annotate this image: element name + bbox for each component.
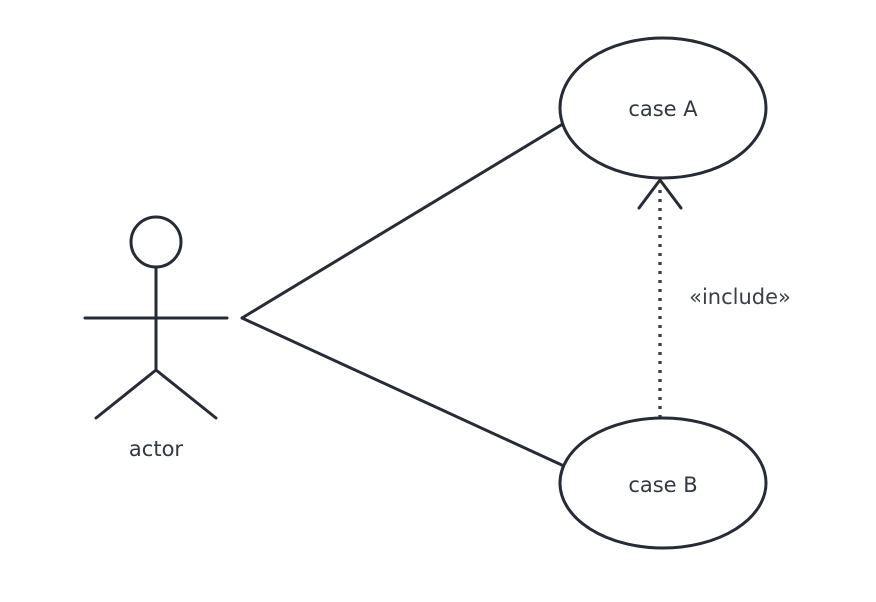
use-case-ellipse-case-a <box>558 36 768 180</box>
association-actor-to-case-b[interactable] <box>240 316 566 468</box>
association-actor-to-case-a[interactable] <box>240 120 568 320</box>
actor-left-leg-line <box>94 368 158 420</box>
use-case-node-case-b[interactable]: case B <box>558 416 768 550</box>
use-case-node-case-a[interactable]: case A <box>558 36 768 180</box>
use-case-label-case-b: case B <box>628 473 697 497</box>
use-case-label-case-a: case A <box>628 97 698 121</box>
actor-node[interactable]: actor <box>83 215 229 461</box>
actor-right-leg-line <box>154 368 218 420</box>
include-stereotype-label: «include» <box>689 285 791 309</box>
actor-label: actor <box>129 437 183 461</box>
use-case-ellipse-case-b <box>558 416 768 550</box>
actor-head-icon <box>129 215 183 269</box>
include-arrowhead-icon <box>637 177 683 210</box>
